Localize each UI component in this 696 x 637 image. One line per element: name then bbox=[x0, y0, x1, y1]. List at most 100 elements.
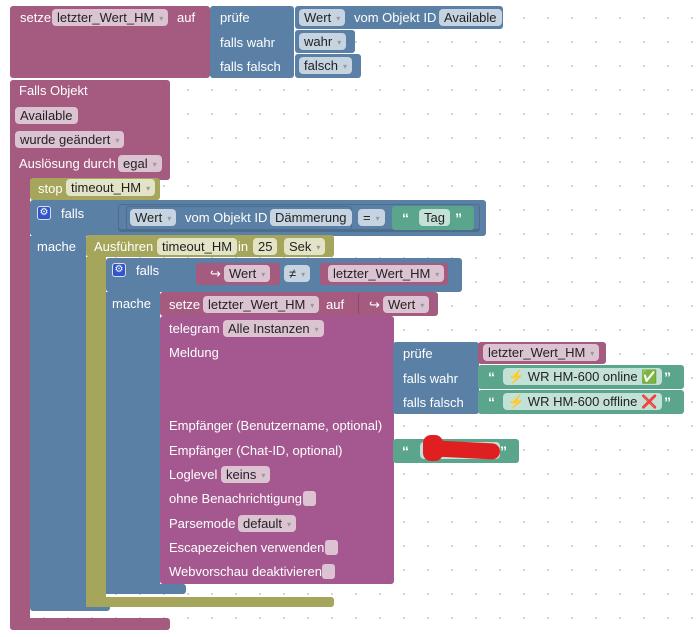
wert-value-4: Wert bbox=[388, 297, 416, 312]
timeout-block-spine bbox=[86, 257, 106, 607]
falsch-value: falsch bbox=[304, 58, 338, 73]
escape-checkbox[interactable] bbox=[325, 540, 338, 555]
pruefe-label-2: prüfe bbox=[403, 346, 433, 361]
chevron-down-icon: ▾ bbox=[146, 184, 151, 193]
ternary-block-2[interactable] bbox=[393, 342, 479, 414]
mache-label-2: mache bbox=[112, 296, 152, 311]
operator-dropdown-2[interactable]: ≠▾ bbox=[284, 265, 311, 282]
trigger-condition-dropdown[interactable]: wurde geändert▾ bbox=[15, 131, 125, 148]
if-block-spine bbox=[30, 236, 86, 606]
falls-falsch-label-2: falls falsch bbox=[403, 395, 464, 410]
wert-value-3: Wert bbox=[229, 266, 257, 281]
quote-close-icon: ” bbox=[455, 210, 462, 226]
stop-timeout-dropdown[interactable]: timeout_HM ▾ bbox=[66, 179, 156, 196]
arrow-icon: ↪ bbox=[369, 297, 380, 312]
falls-label-2: falls bbox=[136, 263, 160, 278]
chevron-down-icon: ▾ bbox=[420, 301, 425, 310]
telegram-instance-dropdown[interactable]: Alle Instanzen ▾ bbox=[223, 320, 324, 337]
variable-dropdown-3[interactable]: letzter_Wert_HM ▾ bbox=[203, 296, 320, 313]
telegram-label: telegram bbox=[169, 321, 220, 336]
trigger-object-field[interactable]: Available bbox=[15, 107, 78, 124]
loglevel-value: keins bbox=[226, 467, 257, 482]
chevron-down-icon: ▾ bbox=[115, 136, 120, 145]
gear-icon[interactable]: ⚙ bbox=[112, 263, 126, 277]
ternary-block[interactable] bbox=[210, 6, 294, 78]
chevron-down-icon: ▾ bbox=[590, 349, 595, 358]
loglevel-dropdown[interactable]: keins ▾ bbox=[221, 466, 271, 483]
wahr-value: wahr bbox=[304, 34, 333, 49]
chevron-down-icon: ▾ bbox=[261, 471, 266, 480]
arrow-icon: ↪ bbox=[210, 266, 221, 281]
timeout-name-field[interactable]: timeout_HM bbox=[157, 238, 238, 255]
telegram-instance-value: Alle Instanzen bbox=[228, 321, 310, 336]
chevron-down-icon: ▾ bbox=[310, 301, 315, 310]
operator-dropdown[interactable]: =▾ bbox=[358, 209, 385, 226]
wert-dropdown-4[interactable]: Wert ▾ bbox=[383, 296, 430, 313]
text-field-online[interactable]: ⚡ WR HM-600 online ✅ bbox=[503, 368, 663, 385]
falsch-dropdown[interactable]: falsch ▾ bbox=[299, 57, 352, 74]
variable-value-3: letzter_Wert_HM bbox=[208, 297, 306, 312]
chevron-down-icon: ▾ bbox=[342, 62, 347, 71]
wahr-dropdown[interactable]: wahr ▾ bbox=[299, 33, 347, 50]
quote-close-icon: ” bbox=[500, 443, 507, 459]
variable-dropdown[interactable]: letzter_Wert_HM▾ bbox=[52, 9, 169, 26]
chevron-down-icon: ▾ bbox=[435, 270, 440, 279]
stop-label: stop bbox=[38, 181, 63, 196]
object-id-field-2[interactable]: Dämmerung bbox=[270, 209, 352, 226]
vom-objekt-label: vom Objekt ID bbox=[354, 10, 437, 25]
wert-dropdown-2[interactable]: Wert▾ bbox=[130, 209, 177, 226]
wert-dropdown-3[interactable]: Wert ▾ bbox=[224, 265, 271, 282]
chevron-down-icon: ▾ bbox=[301, 270, 306, 279]
chevron-down-icon: ▾ bbox=[337, 38, 342, 47]
in-label: in bbox=[238, 239, 249, 254]
quote-open-icon: “ bbox=[402, 443, 409, 459]
ohne-benachrichtigung-checkbox[interactable] bbox=[303, 491, 316, 506]
escape-label: Escapezeichen verwenden bbox=[169, 540, 325, 555]
text-field-offline[interactable]: ⚡ WR HM-600 offline ❌ bbox=[503, 393, 663, 410]
trigger-block-spine bbox=[10, 170, 30, 630]
timeout-unit-value: Sek bbox=[289, 239, 312, 254]
falls-wahr-label-2: falls wahr bbox=[403, 371, 458, 386]
stop-timeout-value: timeout_HM bbox=[71, 180, 142, 195]
quote-close-icon: ” bbox=[664, 394, 671, 410]
operator-value-2: ≠ bbox=[289, 266, 297, 281]
setze-label-2: setze bbox=[169, 297, 201, 312]
timeout-value-field[interactable]: 25 bbox=[253, 238, 278, 255]
auf-label: auf bbox=[177, 10, 196, 25]
trigger-block-footer bbox=[10, 618, 170, 630]
quote-close-icon: ” bbox=[664, 369, 671, 385]
gear-icon[interactable]: ⚙ bbox=[37, 206, 51, 220]
falls-falsch-label: falls falsch bbox=[220, 59, 281, 74]
webvorschau-checkbox[interactable] bbox=[322, 564, 335, 579]
chevron-down-icon: ▾ bbox=[167, 214, 172, 223]
variable-value-4: letzter_Wert_HM bbox=[488, 345, 586, 360]
quote-open-icon: “ bbox=[488, 394, 495, 410]
ausloesung-dropdown[interactable]: egal▾ bbox=[118, 155, 162, 172]
pruefe-label: prüfe bbox=[220, 10, 250, 25]
parsemode-value: default bbox=[243, 516, 283, 531]
ohne-benachrichtigung-label: ohne Benachrichtigung bbox=[169, 491, 302, 506]
chevron-down-icon: ▾ bbox=[287, 520, 292, 529]
parsemode-label: Parsemode bbox=[169, 516, 236, 531]
telegram-block[interactable] bbox=[160, 316, 394, 584]
operator-value: = bbox=[363, 210, 371, 225]
chevron-down-icon: ▾ bbox=[336, 14, 341, 23]
parsemode-dropdown[interactable]: default ▾ bbox=[238, 515, 297, 532]
webvorschau-label: Webvorschau deaktivieren bbox=[169, 564, 322, 579]
timeout-unit-dropdown[interactable]: Sek▾ bbox=[284, 238, 326, 255]
chevron-down-icon: ▾ bbox=[261, 270, 266, 279]
empfaenger-chat-label: Empfänger (Chat-ID, optional) bbox=[169, 443, 343, 458]
empfaenger-user-label: Empfänger (Benutzername, optional) bbox=[169, 418, 383, 433]
text-field-tag[interactable]: Tag bbox=[419, 209, 450, 226]
chevron-down-icon: ▾ bbox=[375, 214, 380, 223]
variable-dropdown-4[interactable]: letzter_Wert_HM ▾ bbox=[483, 344, 600, 361]
meldung-label: Meldung bbox=[169, 345, 219, 360]
mache-label: mache bbox=[37, 239, 77, 254]
chevron-down-icon: ▾ bbox=[152, 160, 157, 169]
object-id-field[interactable]: Available bbox=[439, 9, 502, 26]
variable-dropdown-2[interactable]: letzter_Wert_HM▾ bbox=[328, 265, 445, 282]
if2-block-footer bbox=[106, 584, 186, 594]
wert-dropdown[interactable]: Wert ▾ bbox=[299, 9, 346, 26]
chevron-down-icon: ▾ bbox=[314, 325, 319, 334]
wert-value: Wert bbox=[304, 10, 332, 25]
